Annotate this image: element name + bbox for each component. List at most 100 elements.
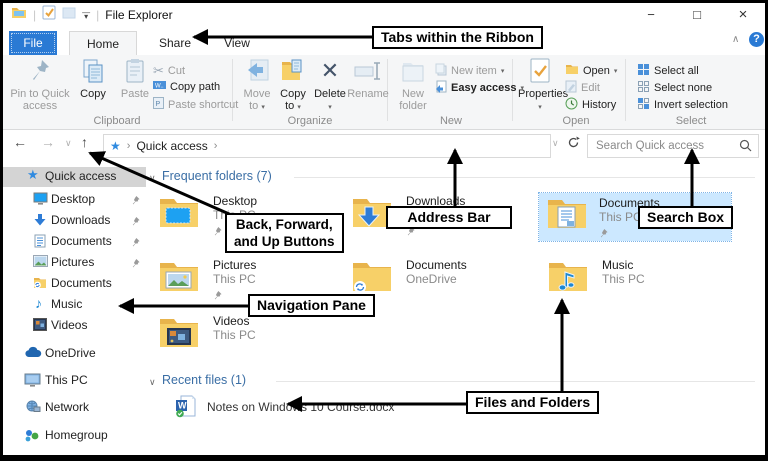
- nav-item-desktop[interactable]: Desktop: [3, 190, 146, 210]
- callout-search-box: Search Box: [638, 206, 734, 229]
- dropdown-icon: ▾: [261, 104, 265, 111]
- network-icon: [24, 400, 41, 415]
- group-label-open: Open: [562, 115, 590, 127]
- minimize-ribbon-icon[interactable]: ∧: [732, 34, 740, 45]
- folder-icon: [160, 319, 198, 347]
- app-folder-icon: [11, 6, 27, 24]
- back-button[interactable]: ←: [13, 134, 27, 150]
- copy-path-button[interactable]: W.. Copy path: [153, 80, 221, 93]
- nav-item-quick-access[interactable]: ★ Quick access: [3, 167, 146, 187]
- easy-access-button[interactable]: Easy access▾: [435, 80, 524, 96]
- nav-item-network[interactable]: Network: [3, 398, 146, 418]
- copy-button[interactable]: Copy: [73, 58, 113, 100]
- folder-tile-videos[interactable]: Videos This PC: [153, 311, 345, 359]
- edit-icon: [565, 80, 577, 96]
- delete-button[interactable]: ✕ Delete▾: [311, 58, 349, 114]
- easy-access-icon: [435, 80, 447, 96]
- group-label-organize: Organize: [287, 115, 333, 127]
- select-none-button[interactable]: Select none: [637, 80, 712, 96]
- nav-item-homegroup[interactable]: Homegroup: [3, 426, 146, 446]
- dropdown-icon: ▾: [613, 67, 618, 75]
- folder-tile-music[interactable]: Music This PC: [542, 255, 734, 303]
- pin-icon: [131, 194, 140, 208]
- breadcrumb-quick-access[interactable]: Quick access: [136, 139, 208, 153]
- folder-tile-pictures[interactable]: Pictures This PC: [153, 255, 345, 303]
- search-box[interactable]: [587, 134, 759, 158]
- tab-view[interactable]: View: [224, 36, 250, 50]
- new-folder-qat-icon[interactable]: [62, 6, 76, 24]
- edit-button[interactable]: Edit: [565, 80, 600, 96]
- select-all-button[interactable]: Select all: [637, 63, 699, 79]
- search-input[interactable]: [594, 136, 738, 156]
- tab-share[interactable]: Share: [158, 36, 192, 50]
- invert-selection-button[interactable]: Invert selection: [637, 97, 728, 113]
- pin-icon: [213, 287, 222, 305]
- pin-icon: [213, 223, 222, 241]
- dropdown-icon: ▾: [538, 104, 542, 111]
- svg-text:W..: W..: [155, 84, 164, 90]
- maximize-button[interactable]: □: [693, 7, 701, 22]
- breadcrumb-separator: ›: [213, 140, 218, 152]
- address-bar[interactable]: ★ › Quick access ›: [103, 134, 551, 158]
- properties-button[interactable]: Properties▾: [518, 58, 568, 114]
- folder-icon: [548, 200, 586, 228]
- nav-item-downloads[interactable]: Downloads: [3, 211, 146, 231]
- new-item-icon: [435, 63, 447, 79]
- help-icon[interactable]: ?: [749, 32, 764, 47]
- address-dropdown-icon[interactable]: ∨: [552, 138, 559, 148]
- group-label-clipboard: Clipboard: [93, 115, 141, 127]
- minimize-button[interactable]: −: [647, 7, 655, 22]
- collapse-chevron-icon[interactable]: ∨: [149, 173, 156, 183]
- forward-button[interactable]: →: [41, 134, 55, 150]
- customize-qat-icon[interactable]: —▾: [82, 8, 91, 21]
- paste-shortcut-icon: P: [153, 97, 164, 112]
- section-title-frequent-folders[interactable]: Frequent folders (7): [162, 169, 272, 183]
- rename-button[interactable]: Rename: [347, 58, 389, 100]
- paste-shortcut-button[interactable]: P Paste shortcut: [153, 97, 238, 112]
- folder-tile-documents-onedrive[interactable]: Documents OneDrive: [346, 255, 538, 303]
- history-button[interactable]: History: [565, 97, 616, 113]
- folder-icon: [549, 263, 587, 291]
- svg-text:W: W: [178, 401, 187, 411]
- recent-locations-icon[interactable]: ∨: [65, 138, 72, 148]
- dropdown-icon: ▾: [520, 85, 524, 92]
- open-button[interactable]: Open▾: [565, 63, 617, 78]
- callout-navigation-pane: Navigation Pane: [248, 294, 375, 317]
- close-button[interactable]: ×: [738, 6, 748, 23]
- nav-item-music[interactable]: ♪ Music: [35, 295, 83, 311]
- nav-item-documents[interactable]: Documents: [3, 232, 146, 252]
- scissors-icon: ✂: [153, 63, 164, 78]
- pin-icon: [131, 236, 140, 250]
- search-icon[interactable]: [739, 139, 752, 157]
- paste-button[interactable]: Paste: [115, 58, 155, 100]
- collapse-chevron-icon[interactable]: ∨: [149, 377, 156, 387]
- pin-icon: [131, 215, 140, 229]
- up-button[interactable]: ↑: [81, 134, 88, 150]
- callout-address-bar: Address Bar: [386, 206, 512, 229]
- delete-x-icon: ✕: [320, 58, 340, 83]
- quick-access-toolbar: | —▾ | File Explorer: [11, 5, 173, 25]
- nav-item-documents-onedrive[interactable]: Documents: [3, 274, 146, 294]
- properties-qat-icon[interactable]: [42, 5, 56, 25]
- nav-item-videos[interactable]: Videos: [3, 316, 146, 336]
- nav-item-pictures[interactable]: Pictures: [3, 253, 146, 273]
- group-separator: [625, 59, 626, 121]
- nav-item-this-pc[interactable]: This PC: [3, 371, 146, 391]
- tab-file[interactable]: File: [9, 31, 57, 55]
- folder-tile-documents[interactable]: Documents This PC: [538, 192, 732, 242]
- new-item-button[interactable]: New item▾: [435, 63, 504, 79]
- group-separator: [512, 59, 513, 121]
- tab-home[interactable]: Home: [69, 31, 137, 56]
- refresh-icon[interactable]: [567, 136, 580, 154]
- nav-item-onedrive[interactable]: OneDrive: [3, 344, 146, 364]
- folder-tile-downloads[interactable]: Downloads This PC: [346, 191, 538, 239]
- section-title-recent-files[interactable]: Recent files (1): [162, 373, 247, 387]
- pushpin-icon: [9, 58, 71, 86]
- cut-button[interactable]: ✂ Cut: [153, 63, 186, 78]
